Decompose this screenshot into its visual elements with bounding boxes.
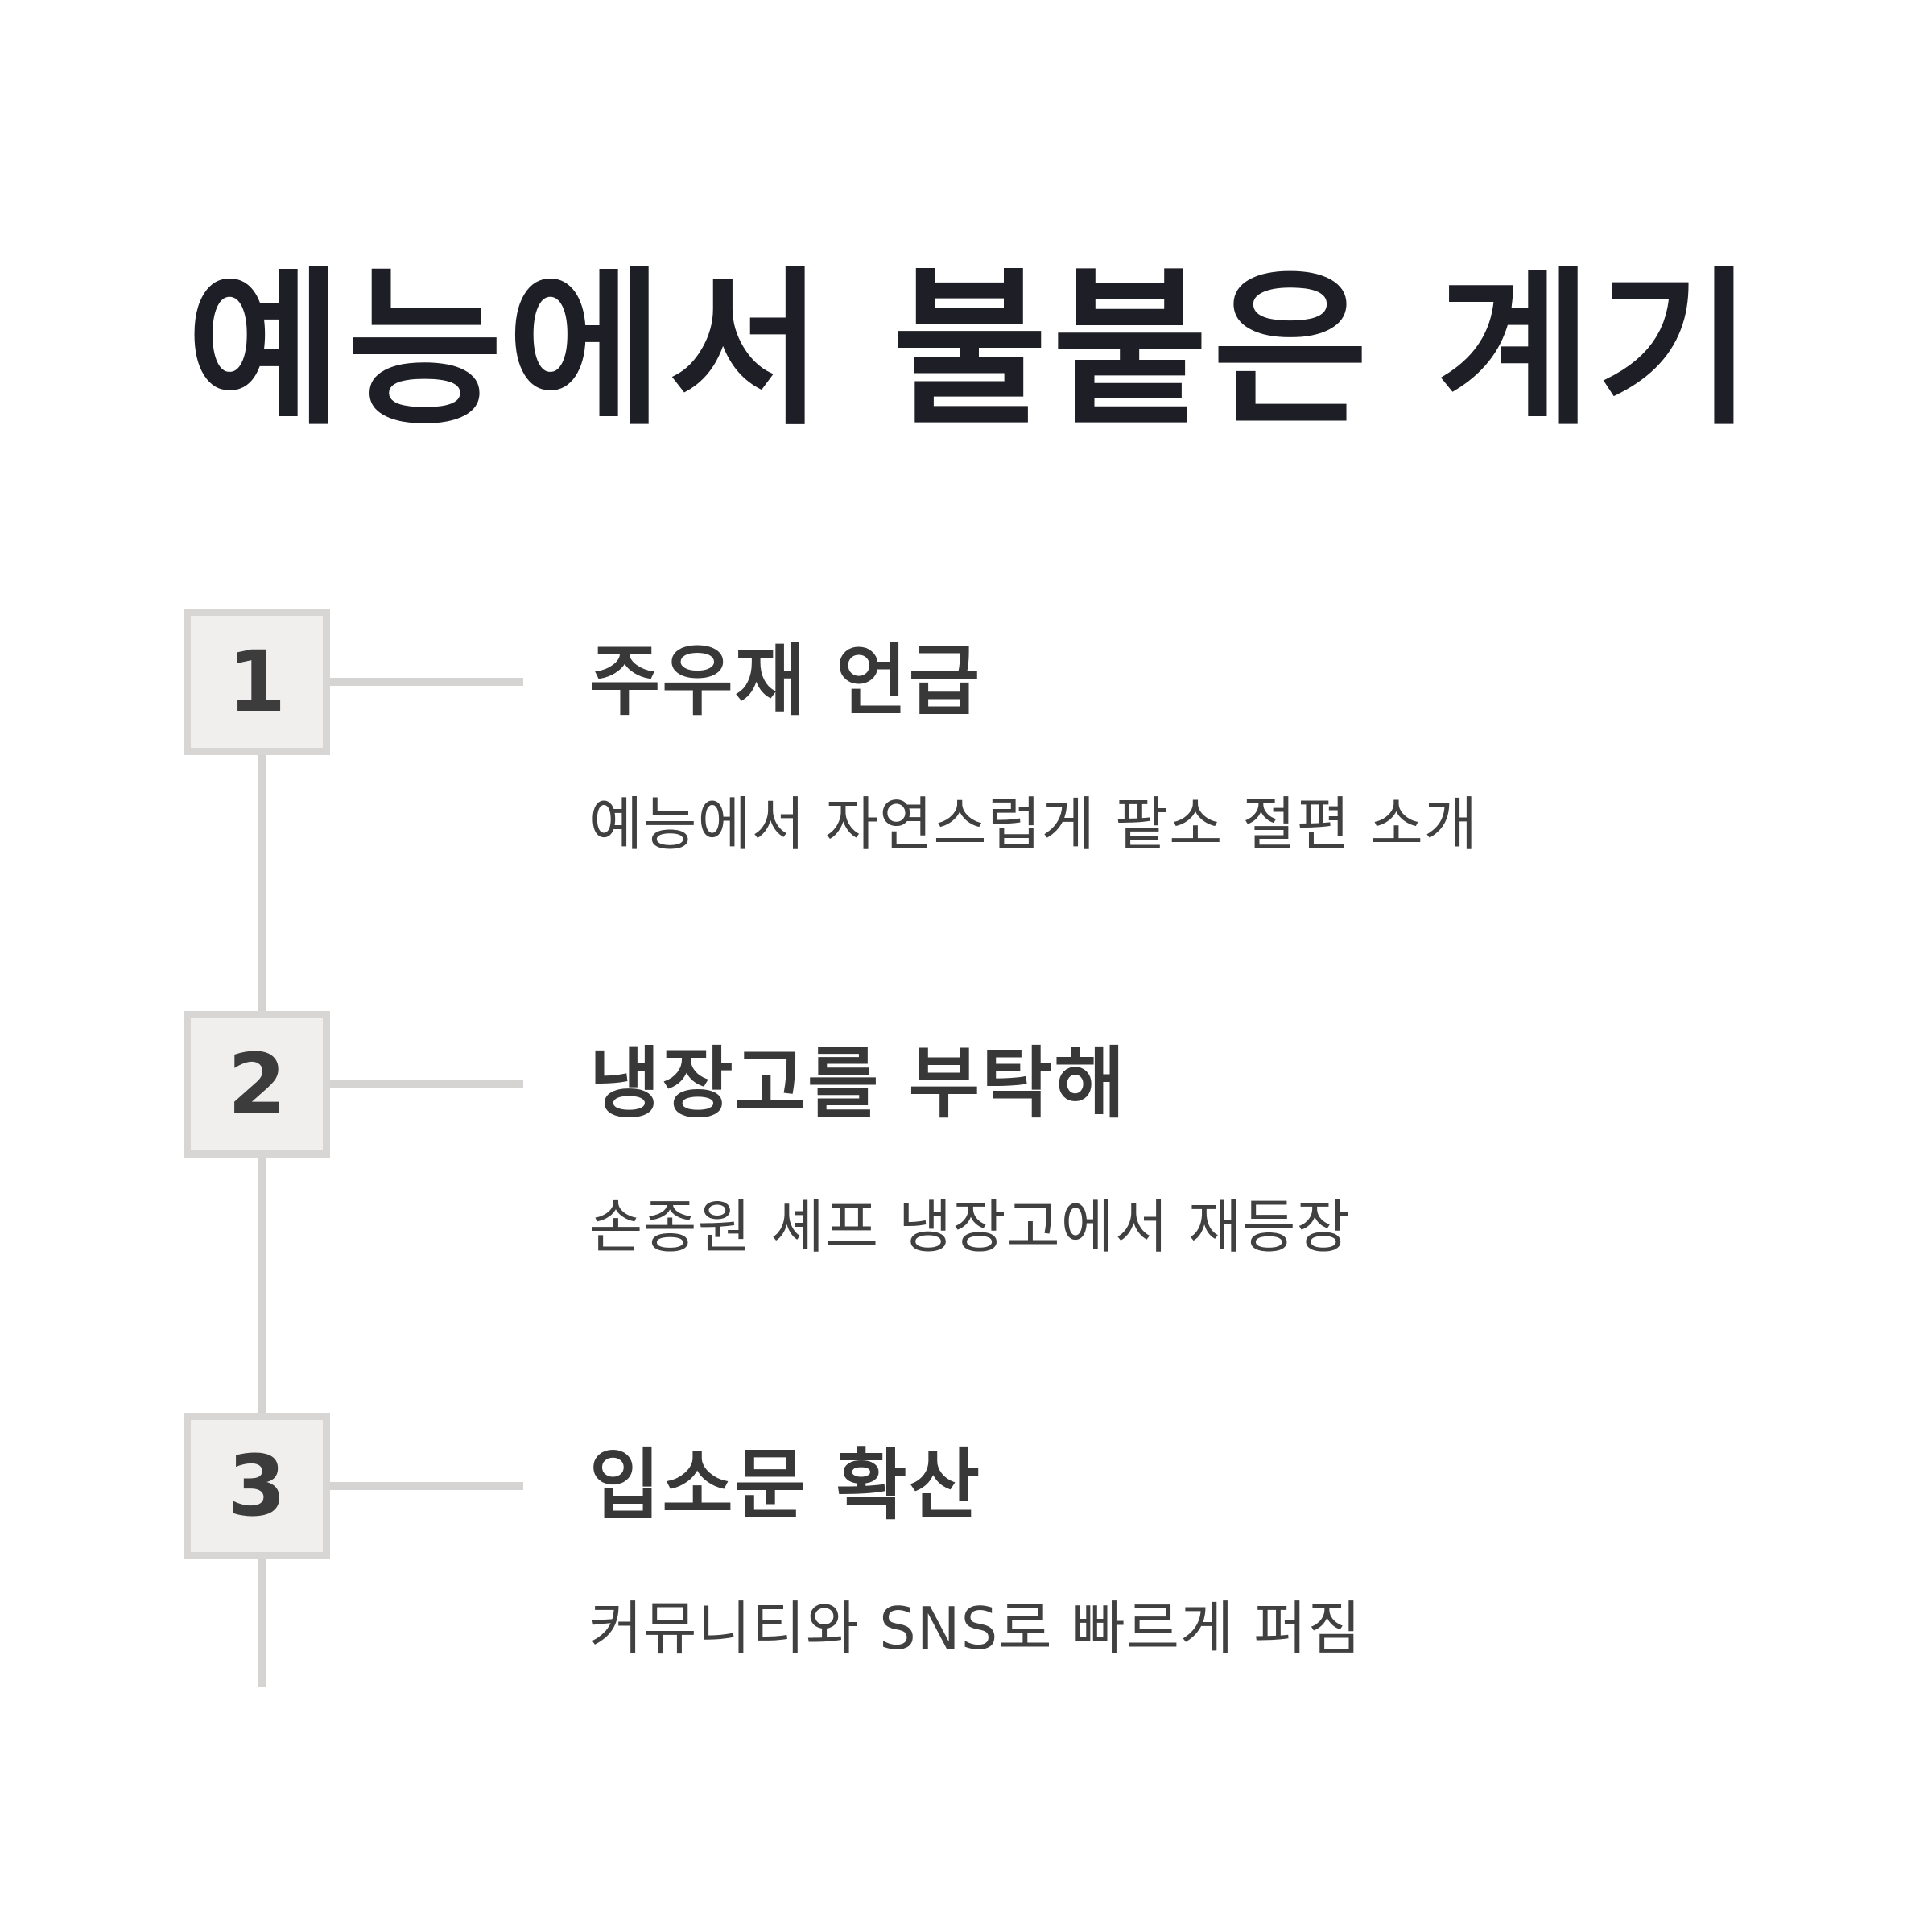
timeline-line-2 — [258, 1158, 266, 1415]
timeline-line-3 — [258, 1558, 266, 1687]
step-description: 손종원 셰프 냉장고에서 재등장 — [589, 1193, 1351, 1261]
step-number-box: 2 — [184, 1011, 330, 1158]
step-number-box: 3 — [184, 1413, 330, 1559]
step-connector — [330, 678, 523, 686]
step-number-box: 1 — [184, 609, 330, 755]
step-connector — [330, 1080, 523, 1088]
step-connector — [330, 1482, 523, 1490]
page-title: 예능에서 불붙은 계기 — [187, 251, 1758, 448]
step-title: 주우재 언급 — [589, 636, 982, 726]
step-description: 예능에서 자연스럽게 팥소 절편 소개 — [589, 791, 1479, 858]
step-description: 커뮤니티와 SNS로 빠르게 퍼짐 — [589, 1595, 1362, 1662]
step-title: 냉장고를 부탁해 — [589, 1038, 1127, 1129]
step-title: 입소문 확산 — [589, 1440, 982, 1530]
timeline-line-1 — [258, 755, 266, 1013]
